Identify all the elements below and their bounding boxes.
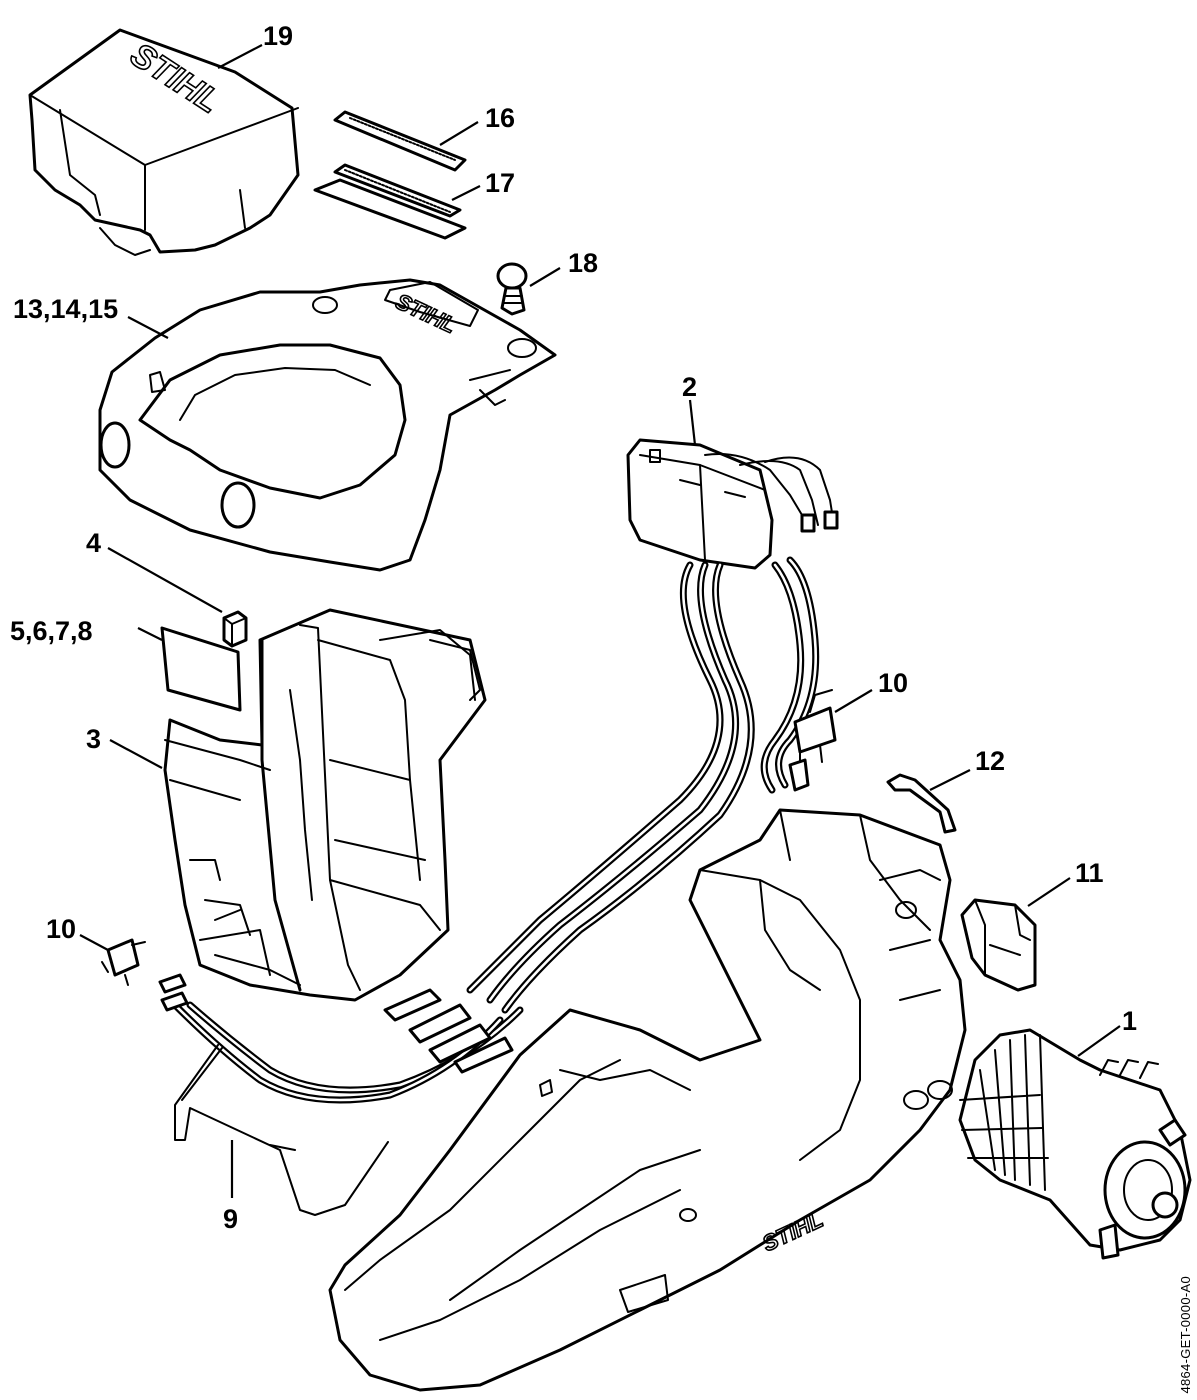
part-5-6-7-8-label <box>160 626 242 712</box>
callout-1: 1 <box>1122 1006 1137 1036</box>
part-13-14-15-housing-shell: STIHL <box>98 278 557 572</box>
part-10-microswitch-right <box>788 689 837 792</box>
part-9-wire-bracket <box>174 1044 389 1216</box>
callout-17: 17 <box>485 168 515 198</box>
callout-5-6-7-8: 5,6,7,8 <box>10 616 93 646</box>
part-17-strips <box>313 163 467 240</box>
part-2-switch <box>626 438 839 570</box>
callout-9: 9 <box>223 1204 238 1234</box>
part-11-bracket <box>960 898 1037 992</box>
callout-18: 18 <box>568 248 598 278</box>
part-18-screw <box>496 262 528 316</box>
part-12-spring-clip <box>886 773 957 834</box>
wiring-harness <box>158 556 820 1104</box>
callout-16: 16 <box>485 103 515 133</box>
main-housing: STIHL <box>328 808 967 1392</box>
part-4-block <box>222 610 248 648</box>
part-10-microswitch-left <box>101 938 146 986</box>
part-19-cover: STIHL <box>28 28 300 256</box>
callouts: 19 16 17 18 13,14,15 2 4 5,6,7,8 3 10 12… <box>10 21 1137 1234</box>
part-1-motor <box>958 1028 1192 1260</box>
callout-10-left: 10 <box>46 914 76 944</box>
callout-12: 12 <box>975 746 1005 776</box>
drawing-reference-code: 4864-GET-0000-A0 <box>1178 1276 1193 1394</box>
leader-lines <box>79 44 1121 1198</box>
callout-19: 19 <box>263 21 293 51</box>
callout-2: 2 <box>682 372 697 402</box>
callout-3: 3 <box>86 724 101 754</box>
callout-4: 4 <box>86 528 101 558</box>
callout-11: 11 <box>1075 858 1104 888</box>
part-16-strip <box>333 110 467 172</box>
part-3-inner-housing <box>163 608 487 1002</box>
callout-13-14-15: 13,14,15 <box>13 294 118 324</box>
callout-10-right: 10 <box>878 668 908 698</box>
